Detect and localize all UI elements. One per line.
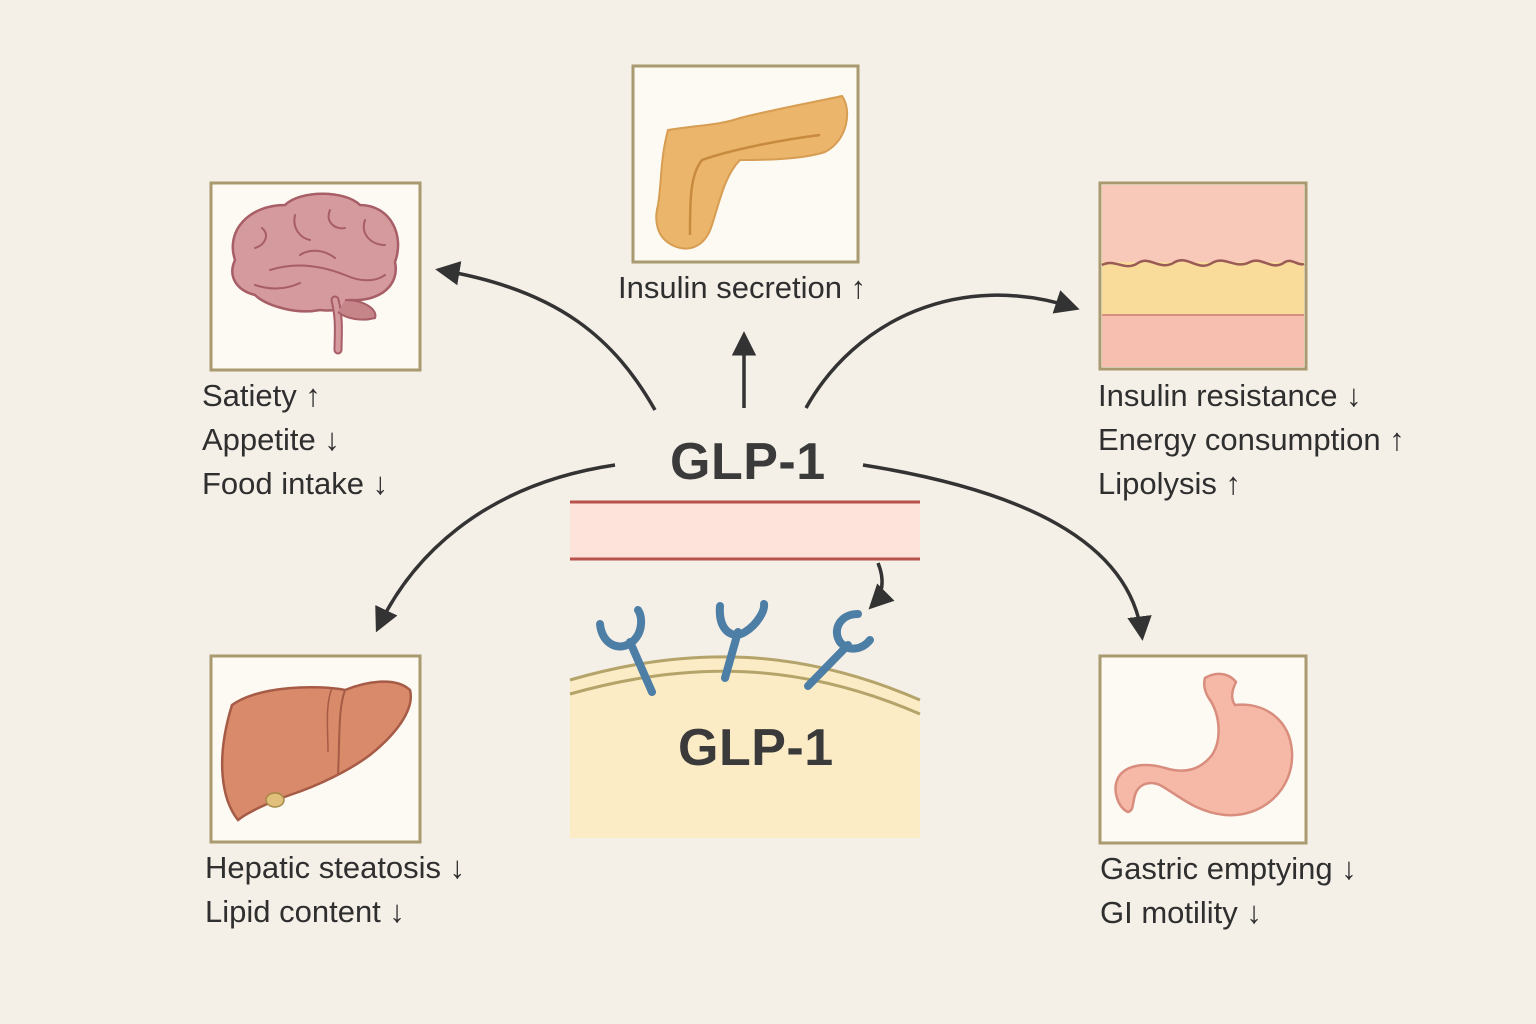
liver-icon — [220, 680, 413, 822]
arrow-to-brain — [435, 261, 657, 411]
effect-hepatic-steatosis: Hepatic steatosis ↓ — [205, 850, 466, 885]
adipose-panel — [1098, 181, 1308, 371]
stomach-icon — [1114, 672, 1294, 817]
arrow-to-stomach — [862, 463, 1152, 641]
adipose-tissue-icon — [1101, 185, 1305, 367]
effect-gastric-emptying: Gastric emptying ↓ — [1100, 851, 1357, 886]
effect-insulin-secretion: Insulin secretion ↑ — [618, 270, 867, 305]
effect-satiety: Satiety ↑ — [202, 378, 321, 413]
membrane-band — [570, 500, 920, 561]
liver-panel — [209, 654, 422, 844]
liver-effects: Hepatic steatosis ↓ Lipid content ↓ — [205, 846, 465, 934]
effect-appetite: Appetite ↓ — [202, 422, 340, 457]
brain-panel — [209, 181, 422, 372]
stomach-effects: Gastric emptying ↓ GI motility ↓ — [1100, 847, 1357, 935]
receptor-icon — [804, 610, 874, 690]
target-cell — [569, 655, 921, 838]
stomach-panel — [1098, 654, 1308, 845]
arrow-to-adipose — [804, 290, 1080, 409]
effect-gi-motility: GI motility ↓ — [1100, 895, 1262, 930]
pancreas-icon — [655, 94, 849, 250]
pancreas-effects: Insulin secretion ↑ — [618, 266, 866, 310]
effect-energy-consumption: Energy consumption ↑ — [1098, 422, 1405, 457]
glp1-hub-title: GLP-1 — [670, 433, 826, 491]
arrow-to-liver — [375, 463, 616, 633]
brain-icon — [231, 192, 400, 355]
effect-insulin-resistance: Insulin resistance ↓ — [1098, 378, 1362, 413]
effect-food-intake: Food intake ↓ — [202, 466, 389, 501]
receptor-icon — [715, 600, 769, 682]
effect-lipolysis: Lipolysis ↑ — [1098, 466, 1241, 501]
arrow-to-receptor — [868, 562, 895, 610]
receptor-icon — [596, 606, 656, 696]
pancreas-panel — [631, 64, 860, 264]
adipose-effects: Insulin resistance ↓ Energy consumption … — [1098, 374, 1405, 506]
brain-effects: Satiety ↑ Appetite ↓ Food intake ↓ — [202, 374, 388, 506]
effect-lipid-content: Lipid content ↓ — [205, 894, 405, 929]
glp1-receptors — [596, 600, 874, 696]
glp1-cell-label: GLP-1 — [678, 719, 834, 777]
effect-arrows — [375, 261, 1152, 641]
